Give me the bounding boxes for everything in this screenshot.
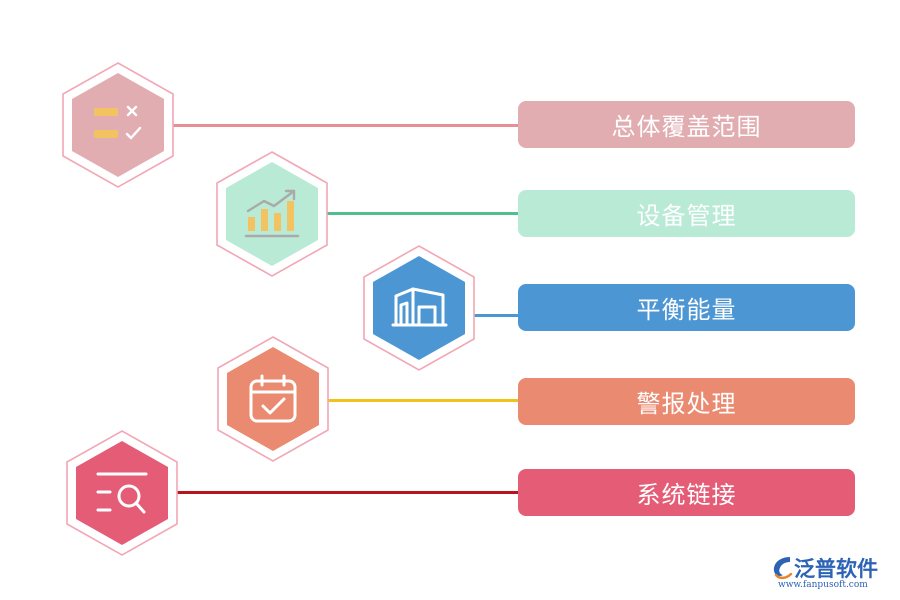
brand-name: 泛普软件 xyxy=(794,557,878,581)
hex-fill xyxy=(76,441,168,545)
brand-logo-icon xyxy=(773,557,793,580)
label-pill-5: 系统链接 xyxy=(518,469,855,516)
hex-node-1 xyxy=(62,62,174,188)
hex-node-2 xyxy=(216,151,328,277)
hex-fill xyxy=(226,162,318,266)
label-pill-3: 平衡能量 xyxy=(518,284,855,331)
brand-logo: 泛普软件 www.fanpusoft.com xyxy=(770,554,894,594)
pill-label: 设备管理 xyxy=(636,202,737,230)
connector-line-5 xyxy=(176,491,518,494)
pill-label: 警报处理 xyxy=(636,390,737,418)
search-list-icon xyxy=(96,472,148,514)
growth-chart-icon xyxy=(244,189,300,238)
label-pill-4: 警报处理 xyxy=(518,378,855,425)
connector-line-4 xyxy=(326,399,518,402)
hex-node-3 xyxy=(363,245,475,371)
hex-fill xyxy=(72,73,164,177)
hex-node-4 xyxy=(217,336,329,462)
connector-line-2 xyxy=(326,212,518,215)
pill-label: 总体覆盖范围 xyxy=(611,113,762,141)
hex-fill xyxy=(227,347,319,451)
hex-node-5 xyxy=(66,430,178,556)
connector-line-1 xyxy=(172,124,518,127)
brand-url: www.fanpusoft.com xyxy=(778,580,868,590)
label-pill-2: 设备管理 xyxy=(518,190,855,237)
label-pill-1: 总体覆盖范围 xyxy=(518,101,855,148)
building-icon xyxy=(391,287,448,327)
pill-label: 平衡能量 xyxy=(636,296,737,324)
calendar-check-icon xyxy=(249,374,297,423)
connector-line-3 xyxy=(472,314,518,317)
pill-label: 系统链接 xyxy=(636,481,737,509)
checklist-icon xyxy=(94,105,142,140)
